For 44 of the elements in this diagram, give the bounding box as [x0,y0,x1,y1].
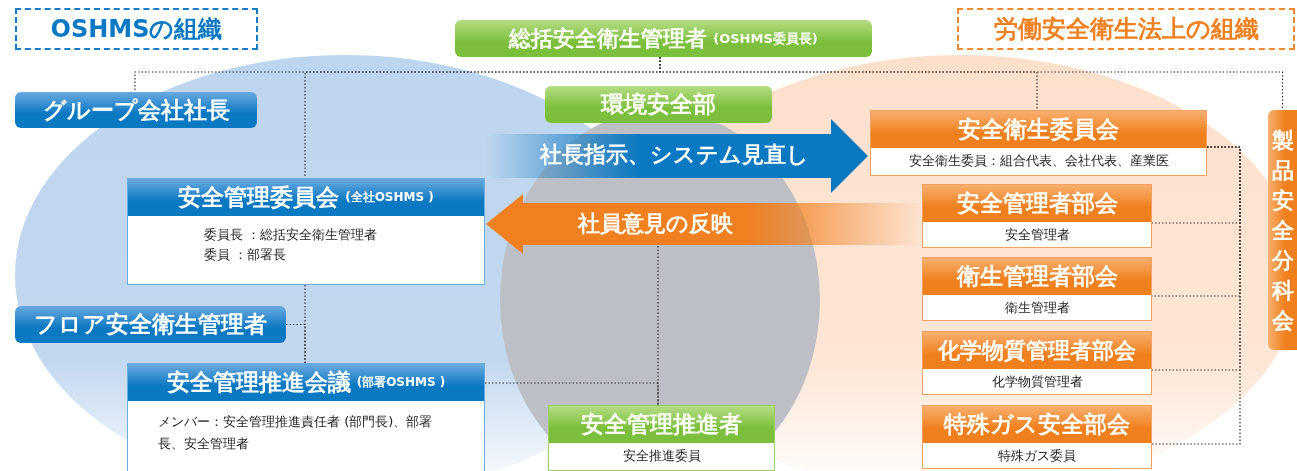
member-text: 安全管理者 [1003,226,1071,244]
committee-box [922,405,1152,469]
role-box [548,405,775,471]
committee-box [922,184,1152,248]
connector-line [484,382,659,406]
box-heading-text: 安全管理委員会 [178,183,340,212]
box-heading-text: 安全管理推進会議 [166,368,351,397]
arrow-label: 社員意見の反映 [578,210,733,238]
box-heading: 安全衛生委員会 [871,111,1206,148]
box-heading: 安全管理者部会 [923,185,1151,222]
committee-box [922,331,1152,395]
member-text: 委員長 ：総括安全衛生管理者 [204,226,379,244]
connector-line [1151,146,1241,445]
member-text: 安全衛生委員：組合代表、会社代表、産業医 [907,152,1170,170]
leader-line [657,245,659,406]
block-arrow [486,194,920,254]
member-text: 特殊ガス委員 [997,447,1077,465]
bar-note: (OSHMS委員長) [713,29,818,48]
role-bar: グループ会社社長 [15,92,257,128]
committee-box [870,110,1207,176]
box-heading: 安全管理推進者 [549,406,774,443]
title-bar [455,20,872,57]
member-text: 化学物質管理者 [990,373,1084,391]
member-text: 委員 ：部署長 [204,246,288,264]
box-heading-note: (部署OSHMS ) [356,374,446,391]
connector-line [285,323,306,364]
member-text: 安全推進委員 [621,447,702,465]
committee-box [127,363,485,471]
connector-line [659,56,1284,111]
arrow-label: 社長指示、システム見直し [540,141,809,169]
committee-box [922,257,1152,321]
heading-box: OSHMSの組織 [15,8,258,50]
department-bar: 環境安全部 [545,86,772,123]
box-heading: 衛生管理者部会 [923,258,1151,295]
committee-box [127,178,485,285]
box-heading: 化学物質管理者部会 [923,332,1151,369]
box-heading: 特殊ガス安全部会 [923,406,1151,443]
role-bar: フロア安全衛生管理者 [15,306,286,343]
heading-box: 労働安全衛生法上の組織 [957,8,1295,50]
member-text: メンバー：安全管理推進責任者 (部門長)、部署長、安全管理者 [158,413,434,453]
box-heading-note: (全社OSHMS ) [345,189,434,206]
subcommittee-bar: 製品安全分科会 [1268,110,1297,350]
bar-title: 総括安全衛生管理者 [509,24,708,53]
member-text: 衛生管理者 [1003,299,1071,317]
